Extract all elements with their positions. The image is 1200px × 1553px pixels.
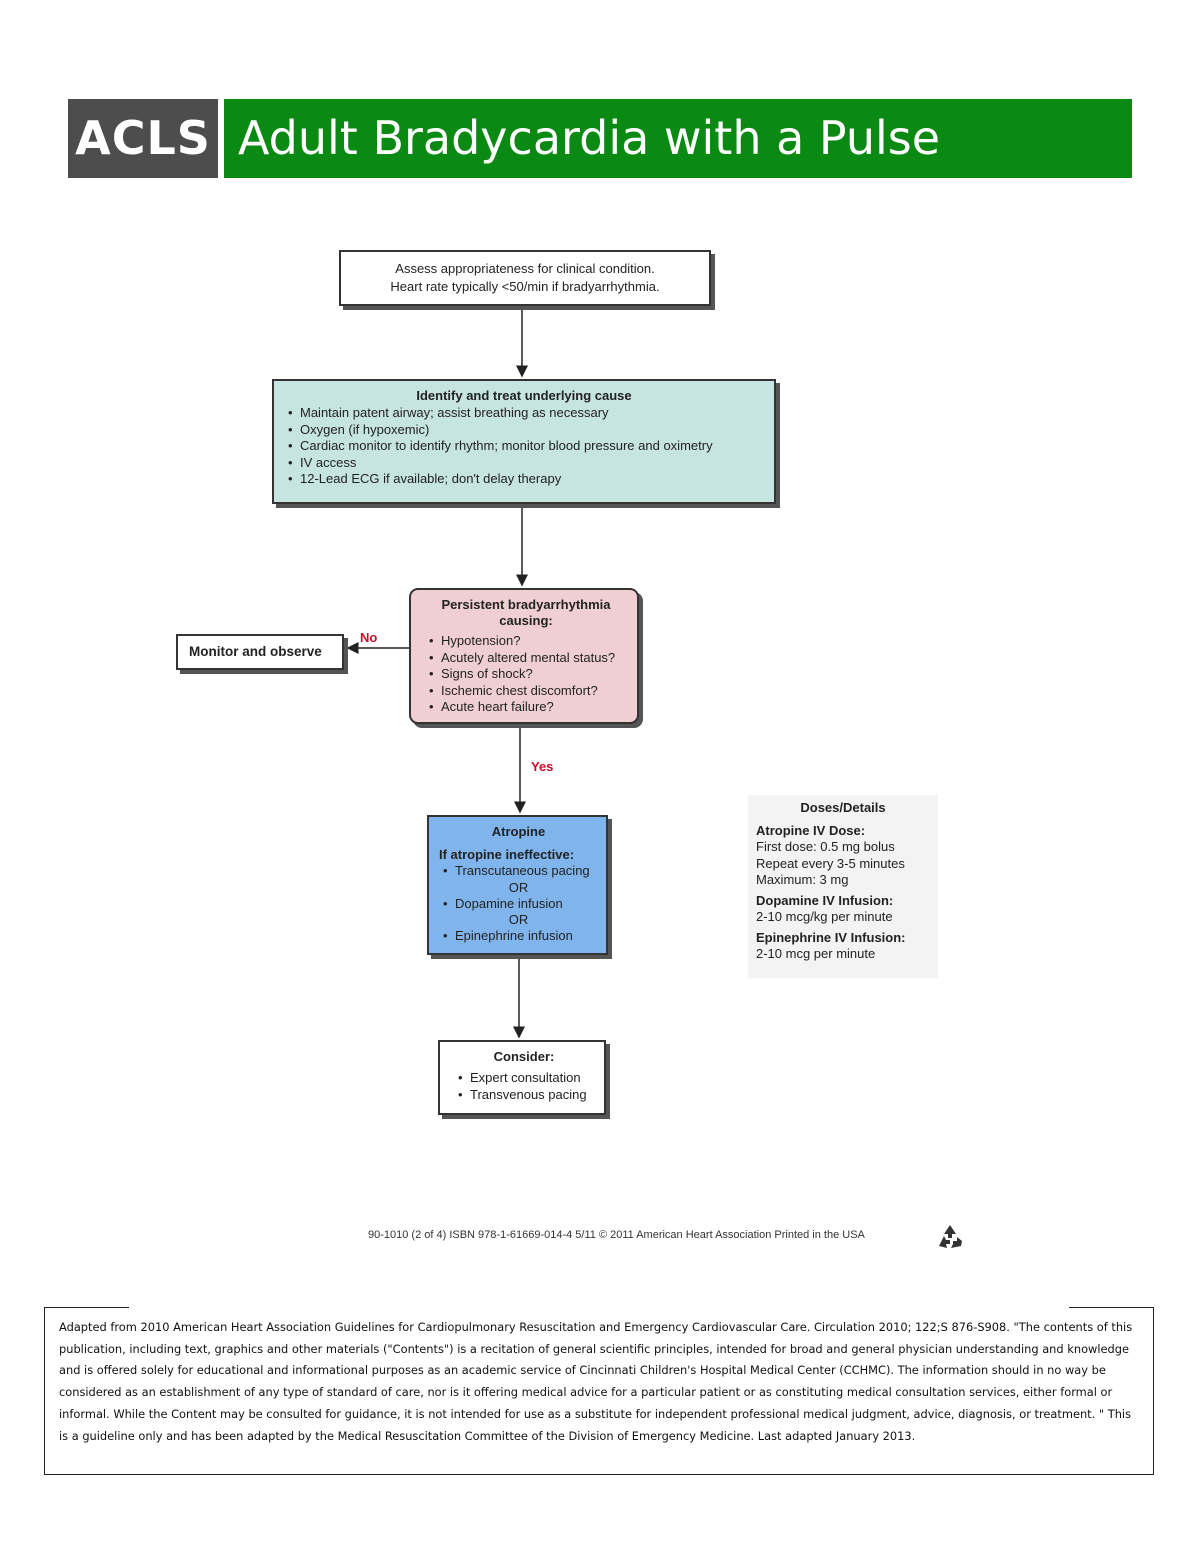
dose-line: Maximum: 3 mg <box>756 872 849 887</box>
page-title: Adult Bradycardia with a Pulse <box>224 99 1132 178</box>
atropine-list-3: Epinephrine infusion <box>439 928 598 945</box>
no-label: No <box>360 630 378 645</box>
list-item: Oxygen (if hypoxemic) <box>288 422 764 439</box>
or-label: OR <box>508 879 529 895</box>
yes-label: Yes <box>531 759 554 774</box>
citation-disclaimer: Adapted from 2010 American Heart Associa… <box>44 1306 1154 1475</box>
atropine-box: Atropine If atropine ineffective: Transc… <box>427 815 608 955</box>
list-item: Transvenous pacing <box>458 1087 594 1104</box>
persistent-title: Persistent bradyarrhythmia causing: <box>441 597 611 628</box>
persistent-list: Hypotension? Acutely altered mental stat… <box>425 633 627 716</box>
doses-title: Doses/Details <box>800 800 886 815</box>
or-label: OR <box>508 912 529 927</box>
recycle-icon <box>939 1225 962 1248</box>
list-item: Cardiac monitor to identify rhythm; moni… <box>288 438 764 455</box>
epinephrine-dose-heading: Epinephrine IV Infusion: <box>756 929 906 945</box>
assess-line-2: Heart rate typically <50/min if bradyarr… <box>390 279 660 294</box>
list-item: Ischemic chest discomfort? <box>429 683 627 700</box>
identify-title: Identify and treat underlying cause <box>416 388 632 403</box>
list-item: Expert consultation <box>458 1070 594 1087</box>
monitor-observe-box: Monitor and observe <box>176 634 344 670</box>
identify-treat-box: Identify and treat underlying cause Main… <box>272 379 776 504</box>
list-item: IV access <box>288 455 764 472</box>
list-item: Transcutaneous pacing <box>443 863 598 880</box>
list-item: Signs of shock? <box>429 666 627 683</box>
list-item: Epinephrine infusion <box>443 928 598 945</box>
dose-line: Repeat every 3-5 minutes <box>756 855 905 871</box>
list-item: Hypotension? <box>429 633 627 650</box>
acls-badge: ACLS <box>68 99 218 178</box>
consider-list: Expert consultation Transvenous pacing <box>454 1070 594 1103</box>
list-item: Acutely altered mental status? <box>429 650 627 667</box>
consider-title: Consider: <box>493 1049 555 1064</box>
atropine-subtitle: If atropine ineffective: <box>439 847 575 862</box>
list-item: Acute heart failure? <box>429 699 627 716</box>
consider-box: Consider: Expert consultation Transvenou… <box>438 1040 606 1115</box>
doses-details-panel: Doses/Details Atropine IV Dose: First do… <box>748 795 938 978</box>
atropine-list: Transcutaneous pacing <box>439 863 598 880</box>
list-item: Dopamine infusion <box>443 896 598 913</box>
dose-line: 2-10 mcg/kg per minute <box>756 909 893 924</box>
dopamine-dose-heading: Dopamine IV Infusion: <box>756 892 894 908</box>
dose-line: 2-10 mcg per minute <box>756 946 876 961</box>
atropine-list-2: Dopamine infusion <box>439 896 598 913</box>
dose-line: First dose: 0.5 mg bolus <box>756 839 895 854</box>
list-item: Maintain patent airway; assist breathing… <box>288 405 764 422</box>
list-item: 12-Lead ECG if available; don't delay th… <box>288 471 764 488</box>
assess-box: Assess appropriateness for clinical cond… <box>339 250 711 306</box>
identify-list: Maintain patent airway; assist breathing… <box>284 405 764 488</box>
publication-line: 90-1010 (2 of 4) ISBN 978-1-61669-014-4 … <box>368 1229 865 1241</box>
atropine-title: Atropine <box>491 824 546 839</box>
atropine-dose-heading: Atropine IV Dose: <box>756 822 866 838</box>
assess-line-1: Assess appropriateness for clinical cond… <box>395 261 655 276</box>
persistent-bradyarrhythmia-box: Persistent bradyarrhythmia causing: Hypo… <box>409 588 639 724</box>
